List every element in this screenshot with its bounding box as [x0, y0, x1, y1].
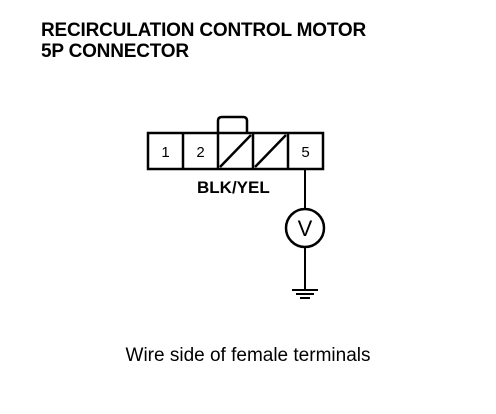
blank-cavity-mark: [254, 134, 287, 168]
blank-cavity-mark: [219, 134, 252, 168]
title-line-1: RECIRCULATION CONTROL MOTOR: [41, 20, 366, 41]
connector-latch: [216, 115, 249, 133]
pin-1-label: 1: [161, 144, 169, 161]
voltmeter-symbol: V: [298, 216, 313, 241]
title-line-2: 5P CONNECTOR: [41, 41, 189, 62]
pin-2-label: 2: [196, 144, 204, 161]
caption: Wire side of female terminals: [125, 345, 371, 366]
wire-color-label: BLK/YEL: [197, 178, 270, 197]
pin-5-label: 5: [301, 144, 309, 161]
ground-icon: [292, 289, 318, 299]
diagram-title: RECIRCULATION CONTROL MOTOR 5P CONNECTOR: [41, 20, 366, 62]
